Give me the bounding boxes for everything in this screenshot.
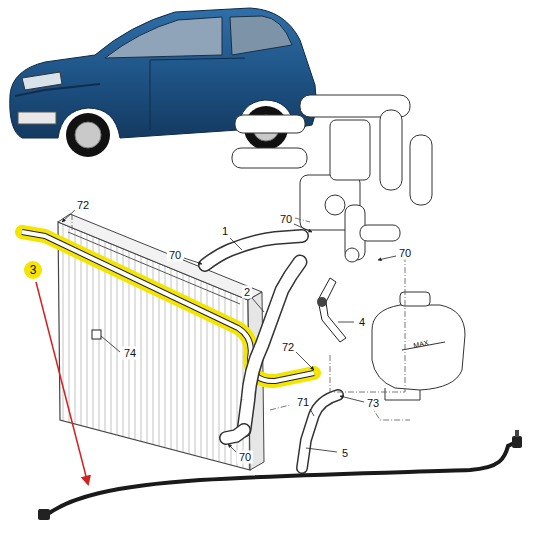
callout-highlight (24, 261, 42, 279)
hose-1 (205, 236, 302, 265)
car-picture (10, 8, 316, 157)
callout-number: 73 (365, 397, 381, 410)
square-symbol (92, 330, 101, 339)
level-mark: MAX (413, 339, 429, 349)
thermostat-housing (232, 95, 432, 262)
leader-line (62, 210, 396, 452)
callout-number: 3 (28, 263, 39, 277)
callout-number: 1 (220, 225, 230, 238)
callout-number: 5 (340, 447, 350, 460)
hose-2 (244, 262, 300, 430)
clip-4 (318, 278, 346, 342)
callout-number: 70 (397, 247, 413, 260)
callout-number: 2 (242, 286, 252, 299)
callout-number: 72 (75, 199, 91, 212)
hose-3-part (38, 430, 522, 520)
expansion-tank (372, 292, 465, 400)
callout-number: 4 (357, 316, 367, 329)
callout-number: 72 (280, 341, 296, 354)
pointer-arrow (36, 282, 88, 484)
callout-number: 70 (278, 213, 294, 226)
reference-line (72, 214, 410, 420)
callout-number: 71 (295, 396, 311, 409)
callout-number: 70 (237, 451, 253, 464)
callout-number: 70 (167, 249, 183, 262)
callout-number: 74 (122, 347, 138, 360)
